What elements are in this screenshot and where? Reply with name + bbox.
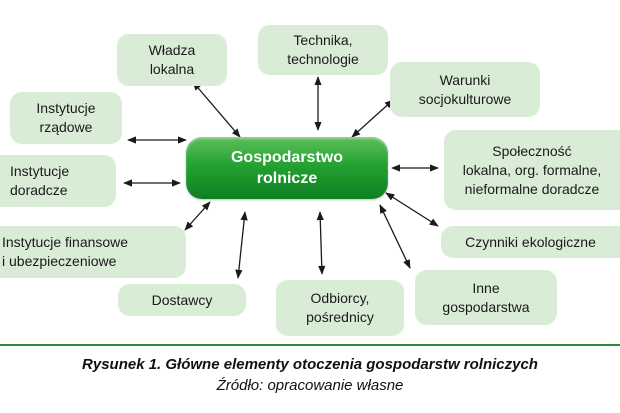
node-dostawcy-label: Dostawcy (151, 291, 213, 308)
caption-divider (0, 344, 620, 346)
arrow-inne (379, 204, 411, 269)
node-odbiorcy-label: Odbiorcy, pośrednicy (306, 290, 374, 325)
node-dostawcy: Dostawcy (118, 284, 246, 316)
figure-source: Źródło: opracowanie własne (216, 377, 404, 394)
node-instytucje-rzadowe: Instytucje rządowe (10, 92, 122, 144)
node-technika-label: Technika, technologie (287, 32, 359, 67)
node-spolecznosc: Społeczność lokalna, org. formalne, nief… (444, 130, 620, 210)
diagram: Władza lokalna Technika, technologie War… (0, 25, 620, 336)
arrows-layer (123, 76, 439, 279)
arrow-wladza (192, 81, 241, 138)
arrow-dostawcy (235, 211, 248, 279)
node-instytucje-doradcze: Instytucje doradcze (0, 155, 116, 207)
node-czynniki: Czynniki ekologiczne (441, 226, 620, 258)
arrow-warunki (351, 99, 394, 138)
node-instytucje-finansowe: Instytucje finansowe i ubezpieczeniowe (0, 226, 186, 278)
node-inne: Inne gospodarstwa (415, 270, 557, 325)
node-inne-label: Inne gospodarstwa (442, 279, 530, 315)
node-warunki-label: Warunki socjokulturowe (418, 71, 512, 107)
node-technika: Technika, technologie (258, 25, 388, 75)
node-spolecznosc-label: Społeczność lokalna, org. formalne, nief… (462, 142, 602, 197)
node-instytucje-rzadowe-label: Instytucje rządowe (36, 100, 96, 135)
node-odbiorcy: Odbiorcy, pośrednicy (276, 280, 404, 336)
node-instytucje-doradcze-label: Instytucje doradcze (10, 163, 70, 198)
center-node-label: Gospodarstwo rolnicze (230, 149, 343, 187)
arrow-instytucje-finansowe (184, 201, 211, 231)
node-czynniki-label: Czynniki ekologiczne (465, 233, 596, 250)
arrow-odbiorcy (316, 211, 326, 275)
node-wladza: Władza lokalna (117, 34, 227, 86)
arrow-czynniki (385, 192, 439, 227)
node-instytucje-finansowe-label: Instytucje finansowe i ubezpieczeniowe (2, 234, 129, 269)
node-warunki: Warunki socjokulturowe (390, 62, 540, 117)
center-node: Gospodarstwo rolnicze (186, 137, 388, 199)
figure-caption: Rysunek 1. Główne elementy otoczenia gos… (82, 356, 538, 373)
node-wladza-label: Władza lokalna (148, 42, 196, 77)
